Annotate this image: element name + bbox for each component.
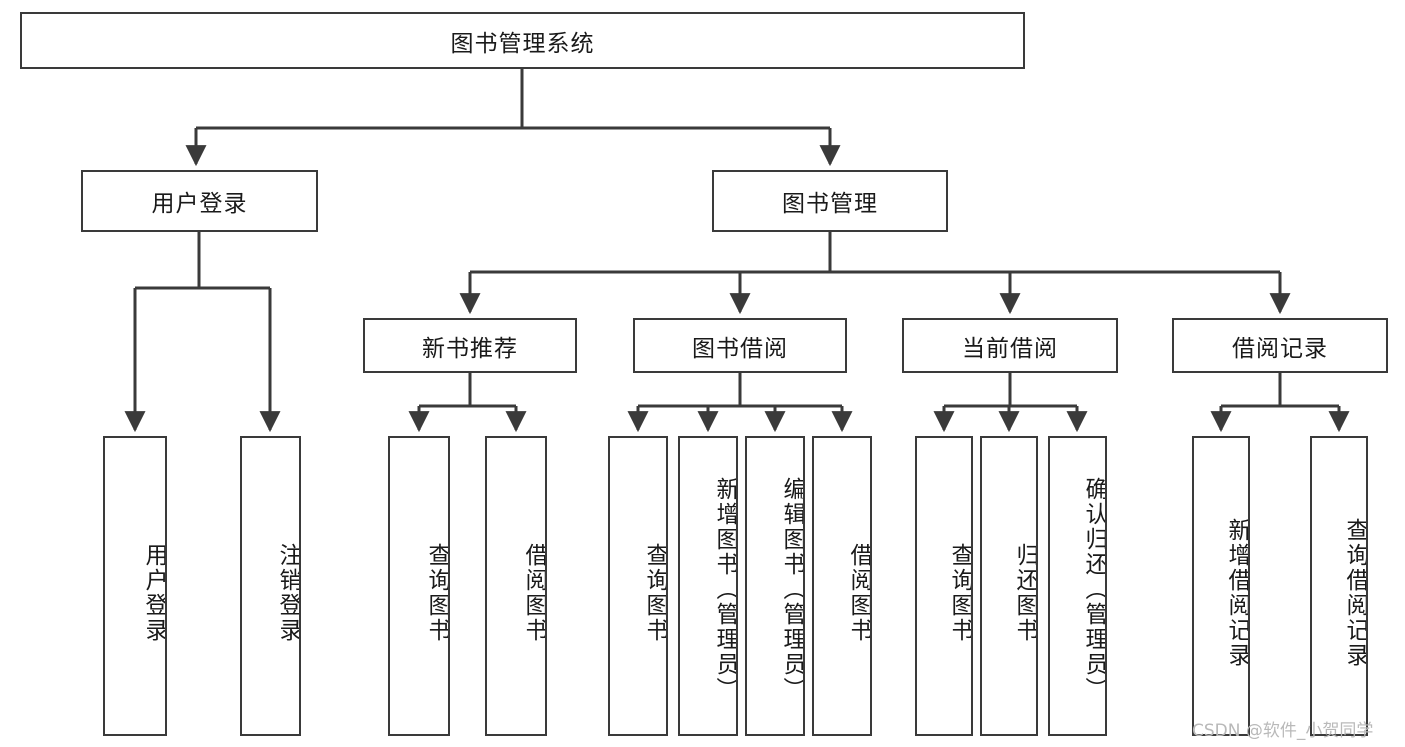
- node-current-query-book[interactable]: 查询图书: [915, 436, 973, 736]
- node-book-management[interactable]: 图书管理: [712, 170, 948, 232]
- node-root[interactable]: 图书管理系统: [20, 12, 1025, 69]
- node-current-return-book[interactable]: 归还图书: [980, 436, 1038, 736]
- node-borrow-record[interactable]: 借阅记录: [1172, 318, 1388, 373]
- node-current-borrow[interactable]: 当前借阅: [902, 318, 1118, 373]
- node-recommend-borrow-book[interactable]: 借阅图书: [485, 436, 547, 736]
- node-borrow-query-book[interactable]: 查询图书: [608, 436, 668, 736]
- node-record-query[interactable]: 查询借阅记录: [1310, 436, 1368, 736]
- node-book-borrow[interactable]: 图书借阅: [633, 318, 847, 373]
- node-current-confirm-return[interactable]: 确认归还（管理员）: [1048, 436, 1107, 736]
- csdn-watermark: CSDN @软件_小贺同学: [1192, 721, 1374, 741]
- node-borrow-borrow-book[interactable]: 借阅图书: [812, 436, 872, 736]
- node-user-login[interactable]: 用户登录: [81, 170, 318, 232]
- node-new-book-recommend[interactable]: 新书推荐: [363, 318, 577, 373]
- node-user-logout[interactable]: 注销登录: [240, 436, 301, 736]
- node-borrow-edit-book[interactable]: 编辑图书（管理员）: [745, 436, 805, 736]
- node-borrow-add-book[interactable]: 新增图书（管理员）: [678, 436, 738, 736]
- node-user-login-do[interactable]: 用户登录: [103, 436, 167, 736]
- node-recommend-query-book[interactable]: 查询图书: [388, 436, 450, 736]
- node-record-add[interactable]: 新增借阅记录: [1192, 436, 1250, 736]
